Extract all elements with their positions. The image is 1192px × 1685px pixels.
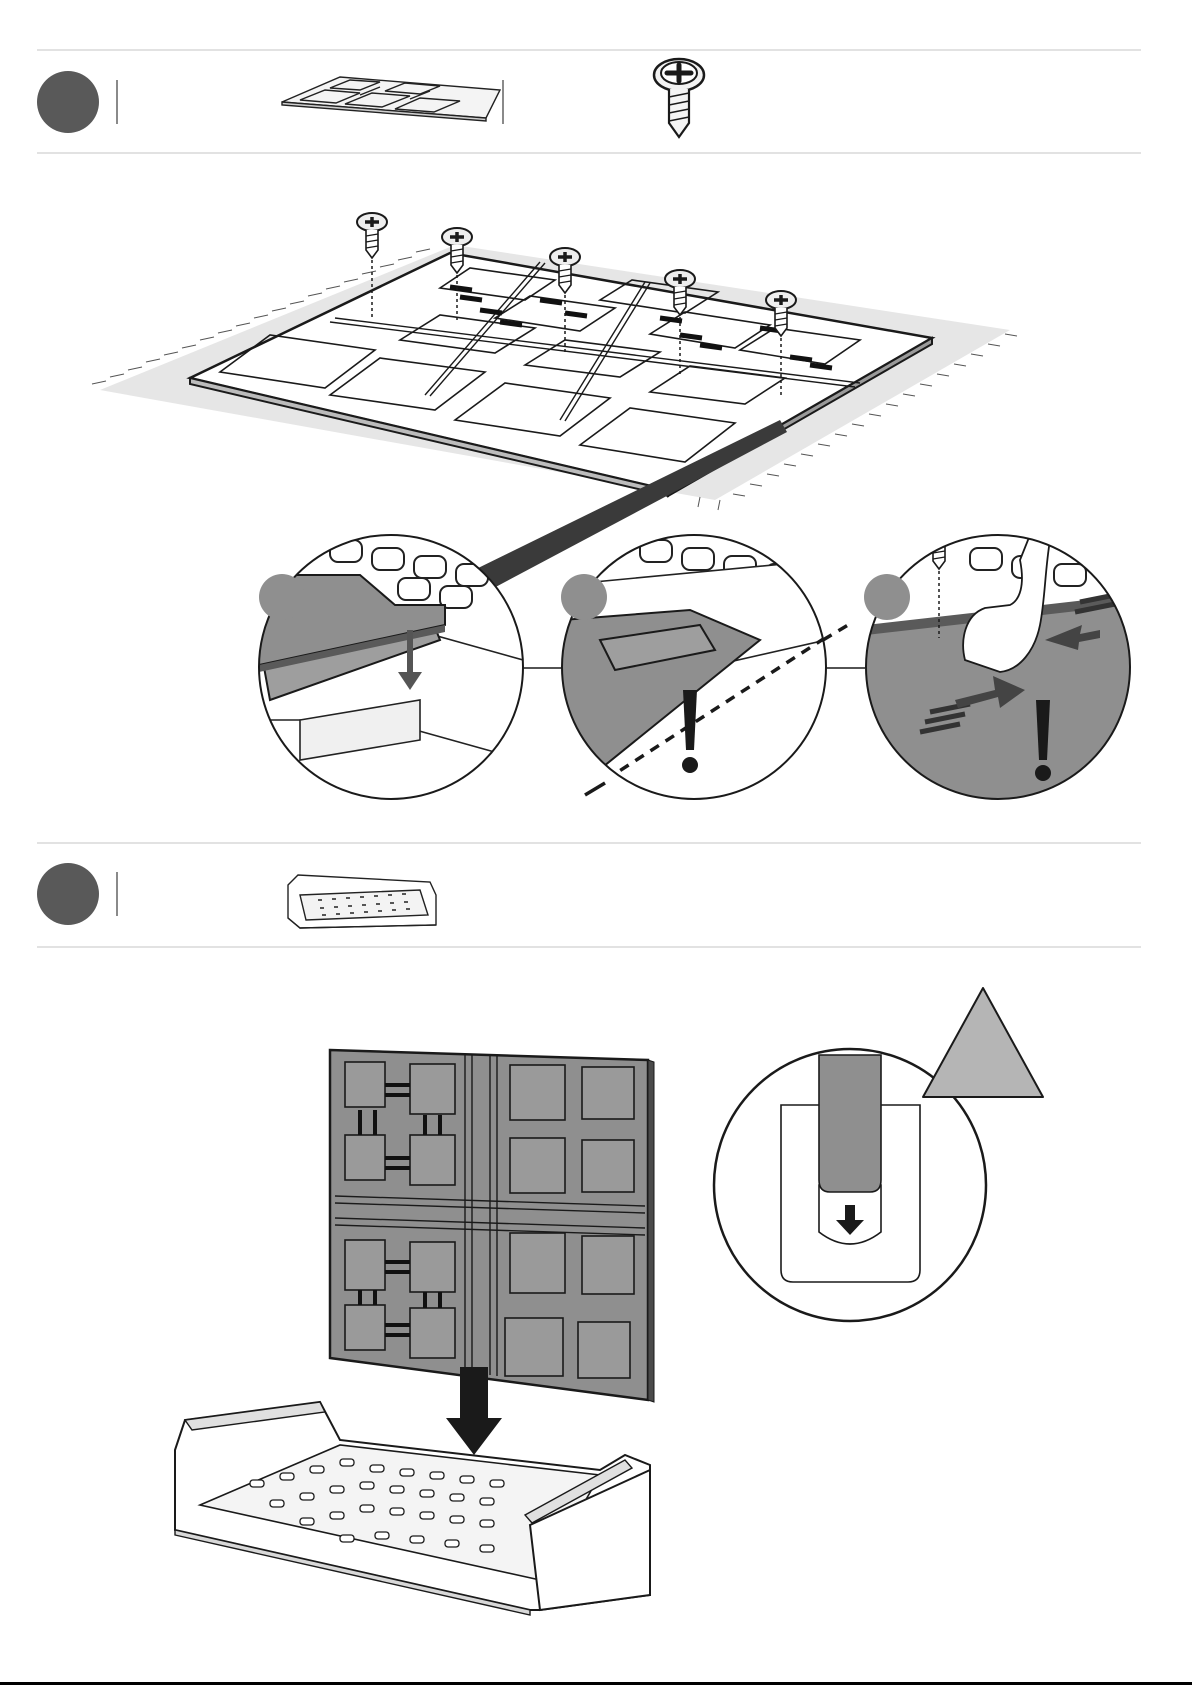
detail-slot-insert-caution <box>714 988 1043 1321</box>
tray-base <box>175 1402 650 1615</box>
caution-triangle-icon <box>923 988 1043 1097</box>
upright-panel <box>330 1050 654 1402</box>
